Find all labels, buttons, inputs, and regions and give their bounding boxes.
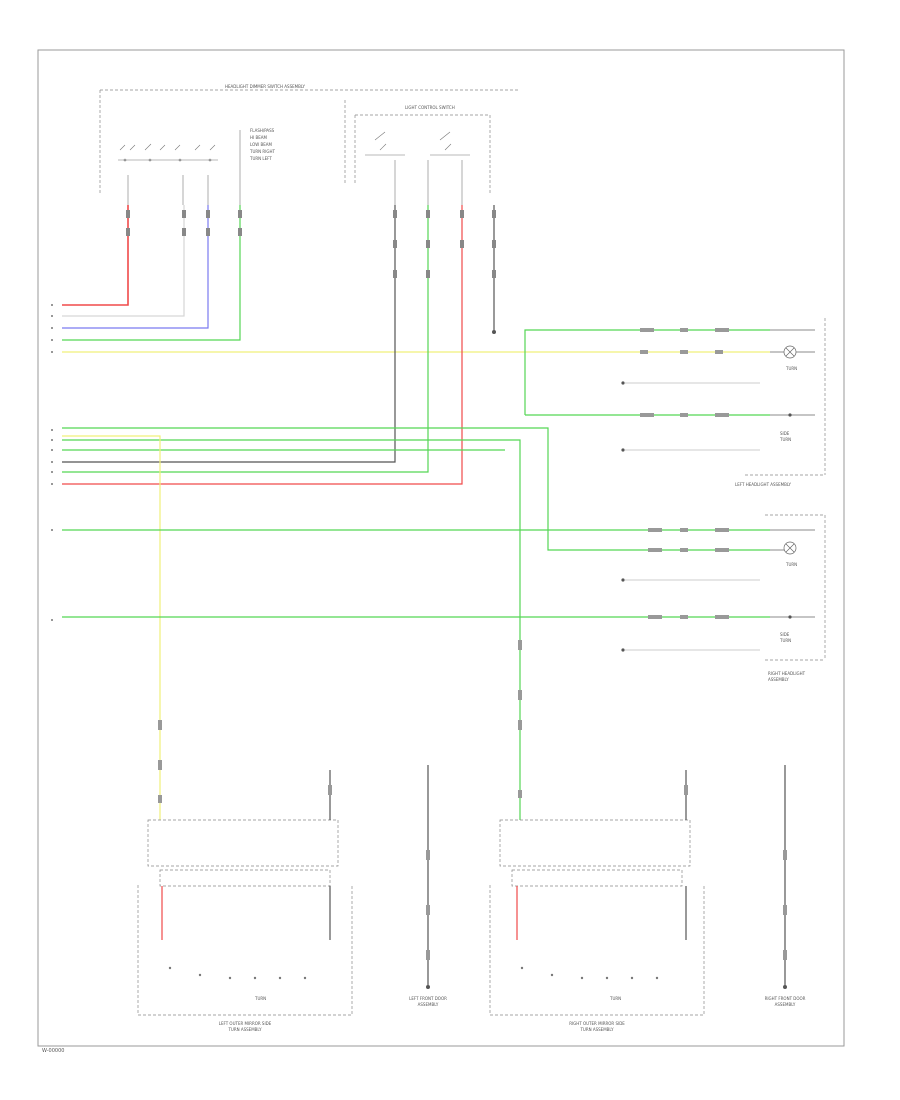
headlight-dimmer-switch bbox=[99, 89, 520, 195]
wire-green-mid-1 bbox=[62, 427, 770, 551]
left-outer-mirror-assembly bbox=[137, 819, 353, 1016]
left-door-ground-icon bbox=[426, 985, 430, 989]
wire-green-left-loop bbox=[524, 329, 770, 415]
wire-green-mid-2 bbox=[62, 439, 521, 820]
light-control-switch-title: LIGHT CONTROL SWITCH bbox=[405, 105, 455, 110]
right-outer-mirror-assembly bbox=[489, 819, 705, 1016]
dimmer-switch-contacts bbox=[118, 130, 241, 205]
connector-marks bbox=[126, 210, 496, 278]
ground-point-icon bbox=[492, 330, 496, 334]
wire-green-drop-2 bbox=[62, 205, 429, 473]
left-turn-label: TURN bbox=[785, 366, 797, 371]
left-pin-markers bbox=[51, 304, 53, 621]
right-headlight-assembly bbox=[765, 514, 826, 661]
right-headlight-connectors bbox=[621, 578, 792, 652]
right-door-ground-icon bbox=[783, 985, 787, 989]
wire-yellow-mid bbox=[62, 435, 161, 820]
light-switch-contacts bbox=[365, 131, 470, 205]
right-turn-label: TURN bbox=[785, 562, 797, 567]
wire-green-drop bbox=[62, 205, 241, 341]
left-headlight-assembly bbox=[745, 318, 826, 476]
right-headlight-bulbs bbox=[770, 529, 815, 618]
assembly-stubs bbox=[625, 382, 760, 651]
wire-black-drop bbox=[62, 205, 396, 463]
right-mirror-turn-label: TURN bbox=[609, 996, 621, 1001]
diagram-border bbox=[37, 49, 845, 1047]
vertical-connectors bbox=[158, 640, 787, 960]
inline-connectors bbox=[640, 328, 729, 619]
right-mirror-leds bbox=[520, 966, 659, 980]
drop-wires bbox=[62, 205, 770, 485]
wire-red-drop bbox=[62, 205, 129, 306]
dimmer-positions: FLASH/PASS HI BEAM LOW BEAM TURN RIGHT T… bbox=[249, 128, 276, 161]
left-mirror-leads bbox=[161, 765, 429, 985]
left-headlight-bulbs bbox=[770, 329, 815, 416]
left-headlight-connectors bbox=[621, 381, 792, 452]
turn-bulb-icon-right bbox=[783, 541, 797, 555]
wire-blue-drop bbox=[62, 205, 209, 329]
left-mirror-leds bbox=[168, 966, 307, 980]
right-mirror-leads bbox=[516, 765, 786, 985]
dimmer-switch-title: HEADLIGHT DIMMER SWITCH ASSEMBLY bbox=[225, 84, 306, 89]
mid-harness bbox=[62, 329, 770, 820]
left-headlight-title: LEFT HEADLIGHT ASSEMBLY bbox=[735, 482, 792, 487]
figure-code: W-00000 bbox=[42, 1048, 64, 1054]
left-mirror-turn-label: TURN bbox=[254, 996, 266, 1001]
wire-red-drop-2 bbox=[62, 205, 463, 485]
wire-white-drop bbox=[62, 205, 185, 317]
light-control-switch bbox=[354, 114, 491, 195]
